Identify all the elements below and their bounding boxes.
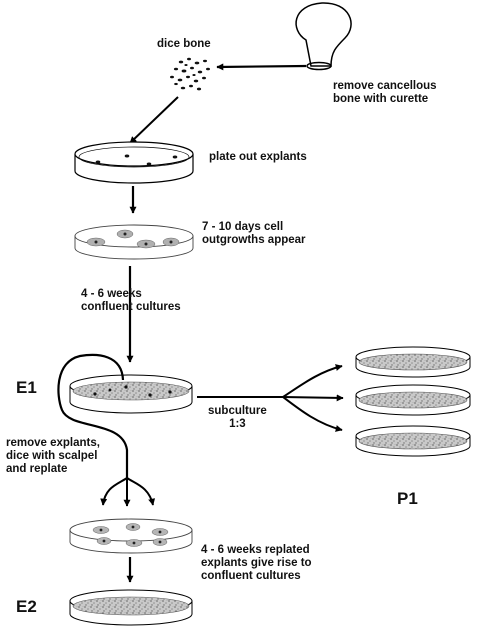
arrow-remove-explants xyxy=(57,353,129,478)
arrow-fan-replate xyxy=(100,477,156,507)
arrow-subculture xyxy=(197,364,344,432)
label-confluent: 4 - 6 weeks confluent cultures xyxy=(81,288,181,313)
label-replated: 4 - 6 weeks replated explants give rise … xyxy=(201,544,312,582)
curette-icon xyxy=(295,2,352,71)
arrow-bone-to-dish xyxy=(129,96,179,144)
label-plate-out: plate out explants xyxy=(209,151,307,163)
label-remove-cancellous: remove cancellous bone with curette xyxy=(333,80,437,105)
petri-dish-outgrowths xyxy=(74,224,194,260)
arrow-curette-to-bone xyxy=(216,63,307,71)
label-dice-bone: dice bone xyxy=(157,38,211,50)
petri-dish-e2 xyxy=(69,589,193,626)
label-e2: E2 xyxy=(16,597,37,616)
petri-dish-replated xyxy=(69,518,193,554)
petri-dish-explants xyxy=(74,141,194,184)
label-p1: P1 xyxy=(397,489,418,508)
diced-bone-fragments xyxy=(170,57,210,91)
label-subculture: subculture 1:3 xyxy=(208,405,267,430)
label-outgrowths: 7 - 10 days cell outgrowths appear xyxy=(202,221,306,246)
label-remove-explants: remove explants, dice with scalpel and r… xyxy=(6,437,100,475)
label-e1: E1 xyxy=(16,378,37,397)
petri-dish-p1-middle xyxy=(355,384,471,416)
petri-dish-e1 xyxy=(69,374,193,414)
petri-dish-p1-bottom xyxy=(355,425,471,457)
petri-dish-p1-top xyxy=(355,346,471,378)
